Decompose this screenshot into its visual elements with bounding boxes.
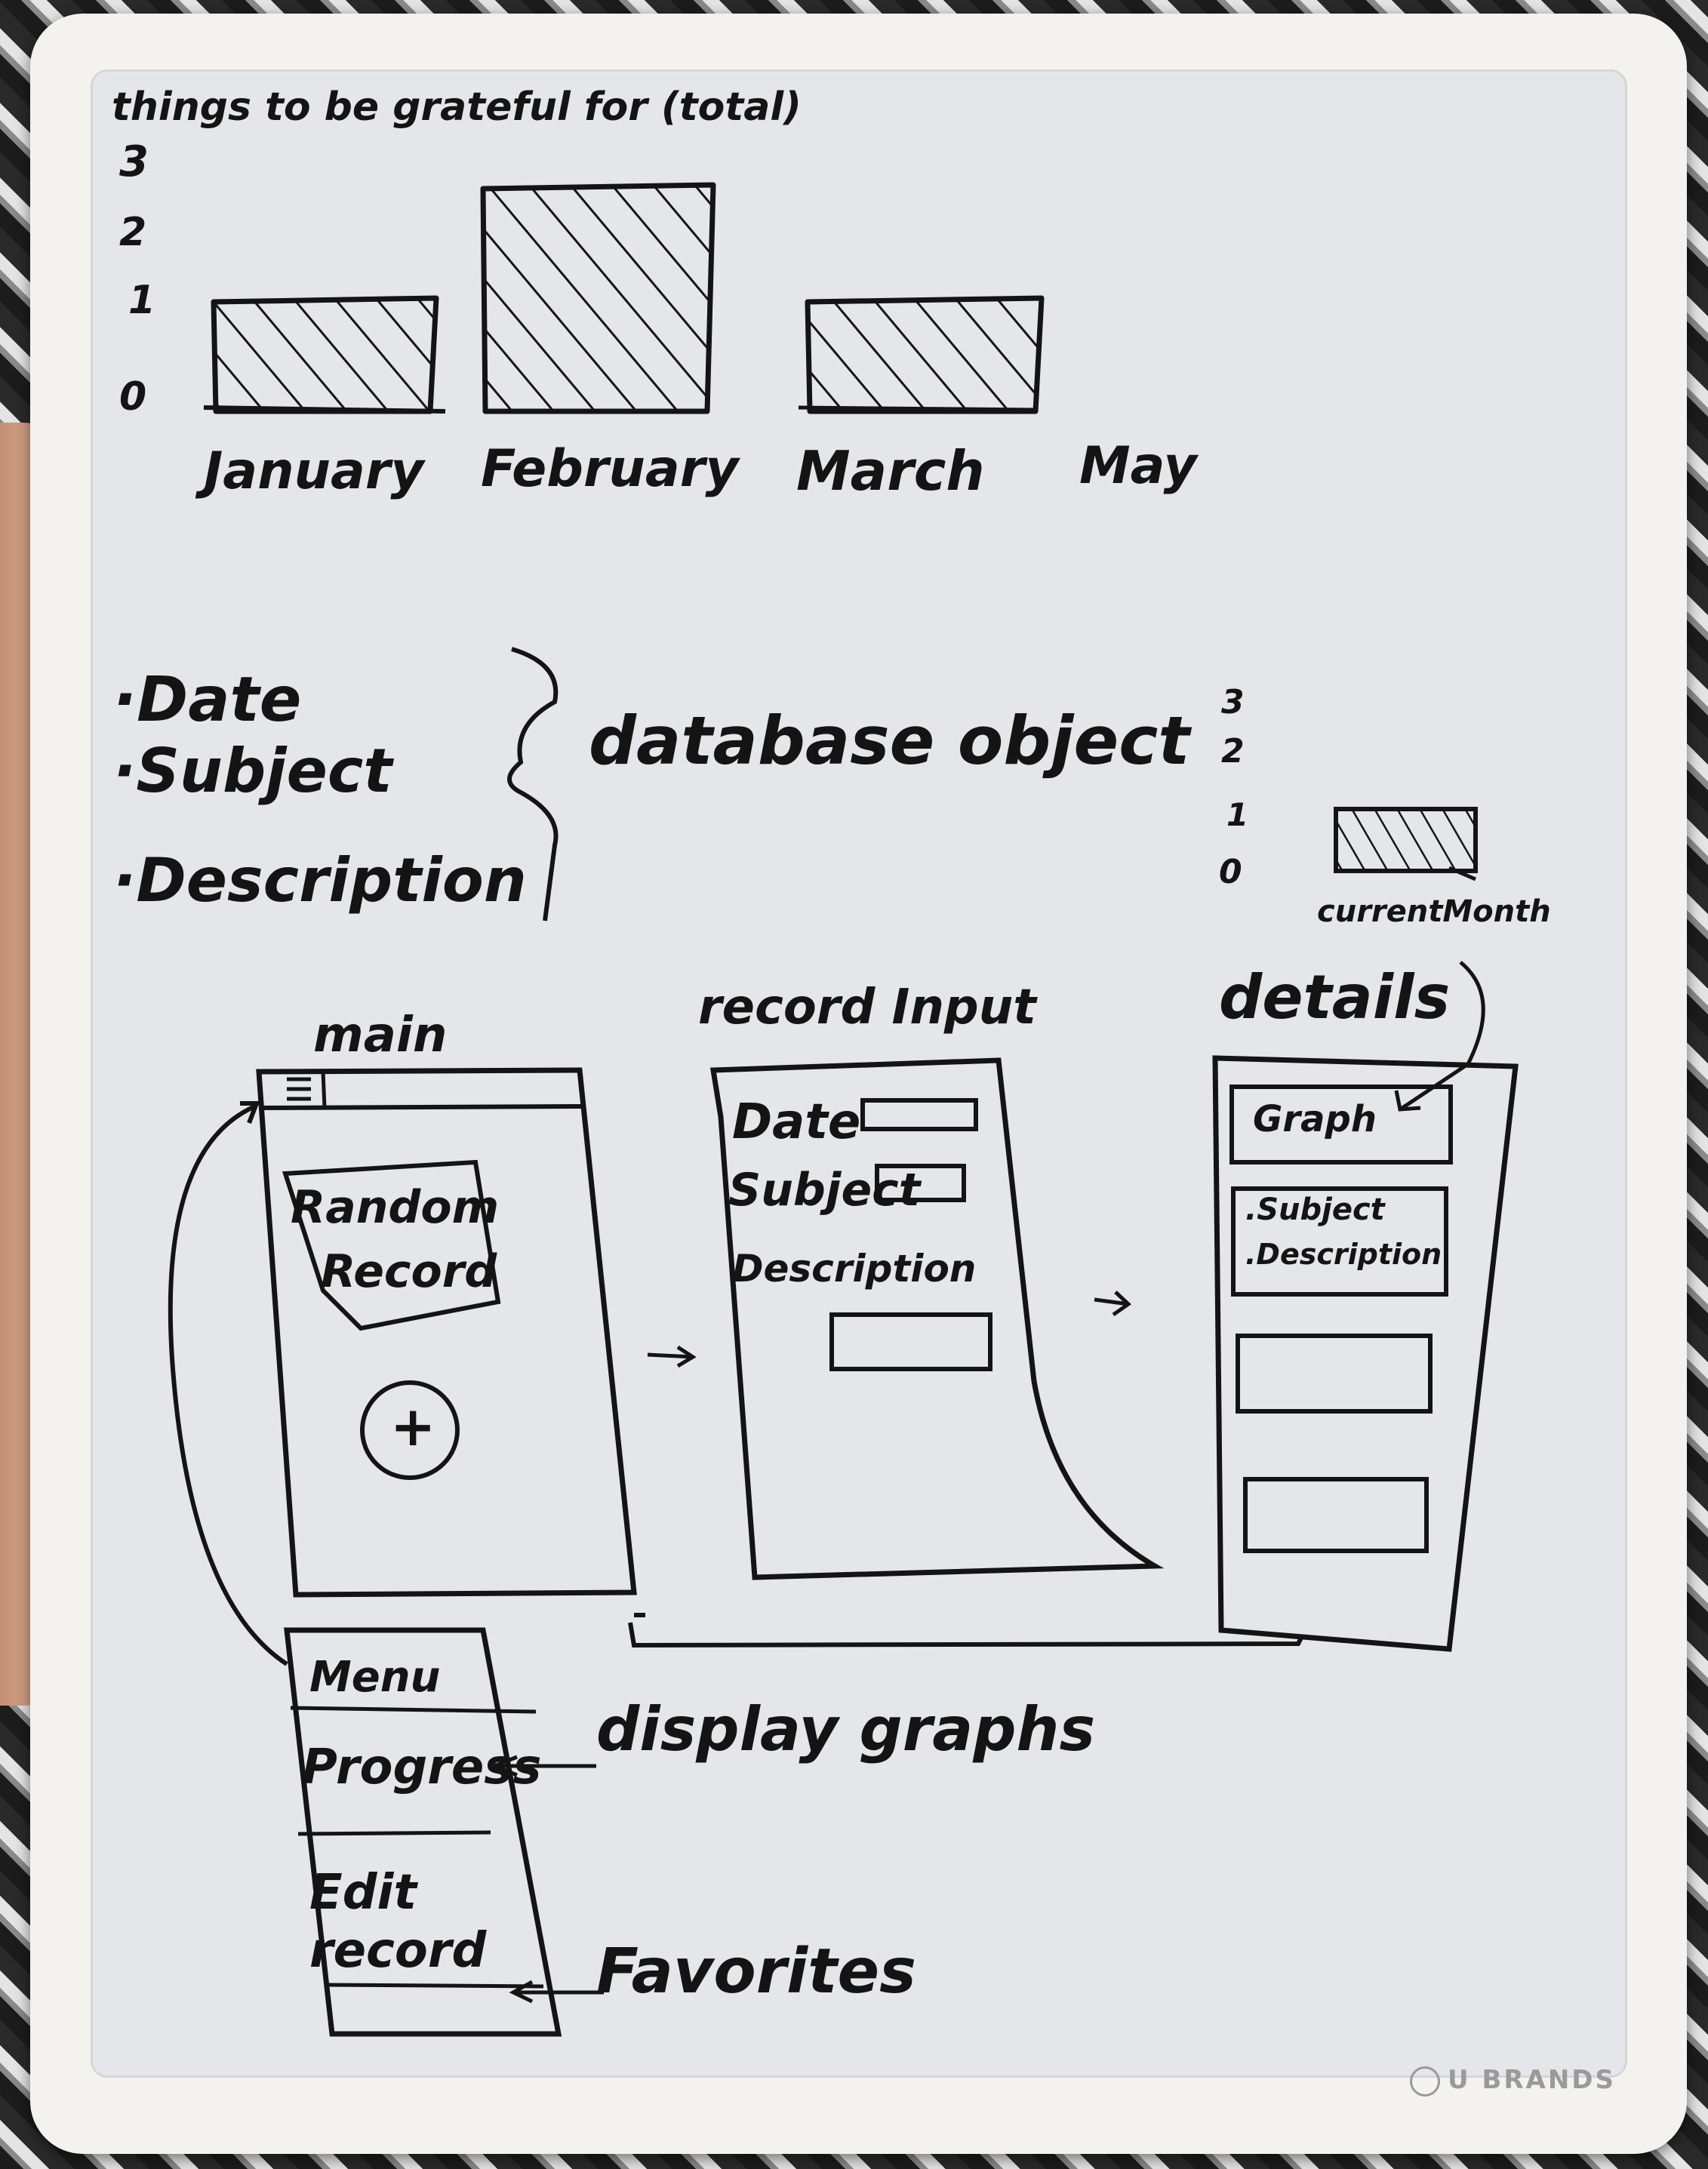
mini-y-tick-3: 3 [1221, 683, 1245, 721]
record-input-title: record Input [698, 980, 1036, 1035]
hamburger-icon [287, 1071, 327, 1109]
database-object-label: database object [589, 702, 1190, 780]
category-march: March [796, 439, 985, 503]
bar-january [211, 295, 439, 414]
main-screen-title: main [313, 1008, 448, 1063]
details-subject: .Subject [1245, 1192, 1385, 1227]
curly-brace [507, 647, 559, 921]
favorites-annotation: Favorites [596, 1936, 916, 2007]
details-description: .Description [1245, 1238, 1442, 1271]
add-record-button [360, 1380, 460, 1480]
current-month-label: currentMonth [1317, 894, 1551, 929]
random-record-card [282, 1159, 501, 1331]
category-february: February [481, 439, 739, 499]
chart-bars [211, 182, 1045, 414]
detail-item-box [1231, 1186, 1448, 1297]
display-graphs-annotation: display graphs [596, 1694, 1096, 1764]
menu-progress: Progress [302, 1740, 542, 1795]
u-brands-icon [1410, 2066, 1440, 2097]
bar-march [805, 295, 1045, 414]
field-subject: ·Subject [113, 736, 392, 806]
detail-box-2 [1243, 1477, 1429, 1553]
y-tick-2: 2 [119, 210, 147, 255]
record-input-date: Date [732, 1094, 861, 1150]
add-icon: + [390, 1395, 436, 1458]
details-outline [1212, 1055, 1519, 1652]
mini-y-tick-1: 1 [1226, 796, 1249, 833]
category-january: January [204, 441, 424, 501]
details-title: details [1219, 962, 1451, 1032]
y-tick-3: 3 [119, 137, 149, 186]
record-input-outline [709, 1057, 1165, 1580]
mini-y-tick-0: 0 [1219, 853, 1242, 891]
description-input [829, 1312, 992, 1371]
graph-box [1229, 1084, 1453, 1164]
detail-box-1 [1236, 1334, 1433, 1414]
y-tick-0: 0 [119, 374, 147, 420]
mini-bar [1334, 807, 1478, 873]
subject-input [875, 1164, 966, 1202]
menu-header: Menu [309, 1653, 441, 1702]
details-graph: Graph [1253, 1098, 1377, 1140]
record-input-subject: Subject [728, 1164, 921, 1217]
menu-edit-record: Edit record [309, 1865, 487, 1979]
chart-title: things to be grateful for (total) [112, 85, 802, 130]
menu-outline [284, 1627, 562, 2037]
main-screen-outline [256, 1067, 637, 1598]
field-description: ·Description [113, 845, 527, 915]
y-tick-1: 1 [128, 278, 156, 323]
category-may: May [1079, 436, 1197, 496]
brand-label: U BRANDS [1448, 2065, 1617, 2095]
random-record-line2: Record [321, 1245, 497, 1298]
field-date: ·Date [113, 664, 302, 736]
record-input-description: Description [732, 1247, 977, 1291]
mini-y-tick-2: 2 [1221, 732, 1245, 771]
date-input [860, 1098, 978, 1131]
brand-logo: U BRANDS [1410, 2065, 1616, 2097]
random-record-line1: Random [291, 1181, 500, 1234]
bar-february [480, 182, 716, 414]
